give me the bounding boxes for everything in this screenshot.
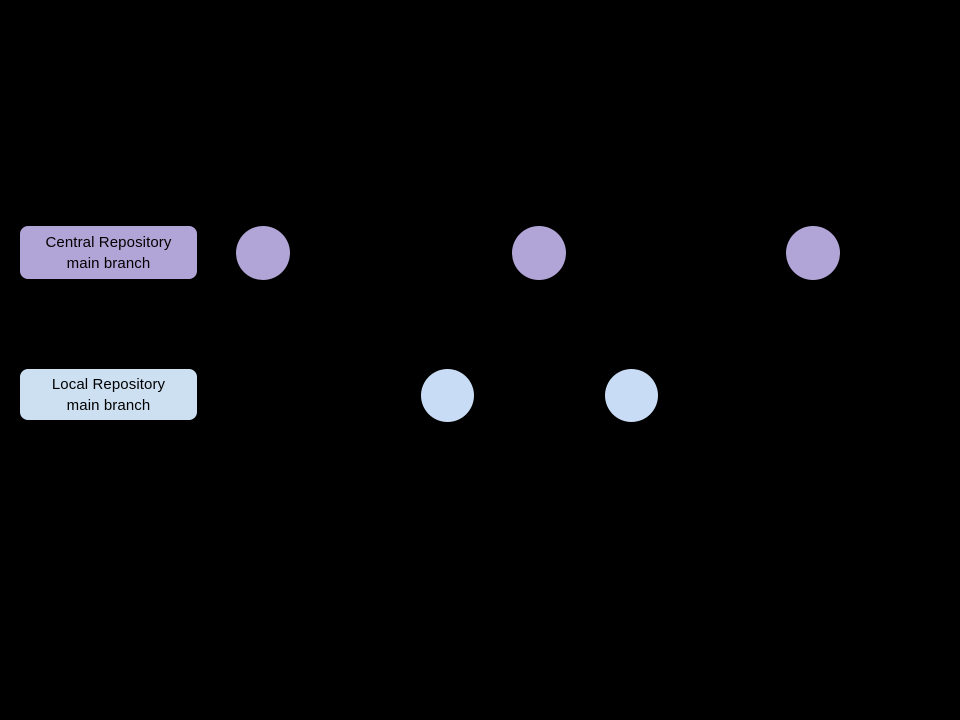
lane-label-central-line2: main branch bbox=[66, 254, 151, 272]
lane-label-local-line1: Local Repository bbox=[51, 375, 166, 393]
lane-label-central-line1: Central Repository bbox=[45, 233, 172, 251]
lane-label-local-line2: main branch bbox=[66, 396, 151, 414]
local-commit-node-2[interactable] bbox=[604, 368, 658, 422]
local-commit-node-1[interactable] bbox=[420, 368, 474, 422]
central-commit-node-1[interactable] bbox=[236, 226, 290, 280]
central-commit-node-3[interactable] bbox=[786, 226, 840, 280]
lane-label-local-repository: Local Repository main branch bbox=[20, 369, 197, 420]
lane-label-central-repository: Central Repository main branch bbox=[20, 226, 197, 279]
central-commit-node-2[interactable] bbox=[512, 226, 566, 280]
